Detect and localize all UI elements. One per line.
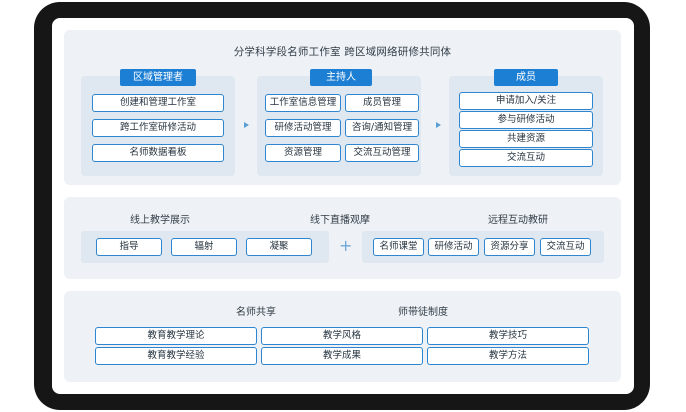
teaching-left-item: 辐射 [171,238,237,256]
member-item: 共建资源 [459,130,593,148]
admin-item: 创建和管理工作室 [92,94,224,112]
sharing-panel: 名师共享 师带徒制度 教育教学理论 教学风格 教学技巧 教育教学经验 教学成果 … [64,291,621,382]
header-member: 成员 [494,69,558,86]
teaching-left-item: 指导 [96,238,162,256]
member-item: 参与研修活动 [459,111,593,129]
teaching-title: 线下直播观摩 [310,215,370,226]
host-item: 交流互动管理 [345,144,419,162]
sharing-title: 师带徒制度 [398,307,448,318]
arrow-right-icon [436,122,441,128]
teaching-right-item: 研修活动 [428,238,479,256]
teaching-title: 线上教学展示 [130,215,190,226]
host-item: 研修活动管理 [265,119,341,137]
host-item: 成员管理 [345,94,419,112]
sharing-item: 教学方法 [427,347,589,365]
community-panel: 分学科学段名师工作室 跨区域网络研修共同体 区域管理者 主持人 成员 创建和管理… [64,30,621,185]
host-item: 咨询/通知管理 [345,119,419,137]
sharing-item: 教学成果 [261,347,423,365]
member-item: 申请加入/关注 [459,92,593,110]
host-item: 工作室信息管理 [265,94,341,112]
sharing-item: 教育教学理论 [95,327,257,345]
teaching-title: 远程互动教研 [488,215,548,226]
teaching-left-item: 凝聚 [246,238,312,256]
tablet-screen: 分学科学段名师工作室 跨区域网络研修共同体 区域管理者 主持人 成员 创建和管理… [52,18,634,394]
admin-item: 跨工作室研修活动 [92,119,224,137]
teaching-right-item: 交流互动 [540,238,591,256]
teaching-panel: 线上教学展示 线下直播观摩 远程互动教研 指导 辐射 凝聚 + 名师课堂 研修活… [64,197,621,279]
header-host: 主持人 [310,69,372,86]
arrow-right-icon [244,122,249,128]
header-regional-admin: 区域管理者 [120,69,196,86]
sharing-title: 名师共享 [236,307,276,318]
sharing-item: 教育教学经验 [95,347,257,365]
teaching-right-item: 资源分享 [484,238,535,256]
sharing-item: 教学风格 [261,327,423,345]
teaching-right-item: 名师课堂 [373,238,424,256]
main-title: 分学科学段名师工作室 跨区域网络研修共同体 [233,46,452,58]
member-item: 交流互动 [459,149,593,167]
admin-item: 名师数据看板 [92,144,224,162]
plus-icon: + [339,236,353,255]
sharing-item: 教学技巧 [427,327,589,345]
host-item: 资源管理 [265,144,341,162]
